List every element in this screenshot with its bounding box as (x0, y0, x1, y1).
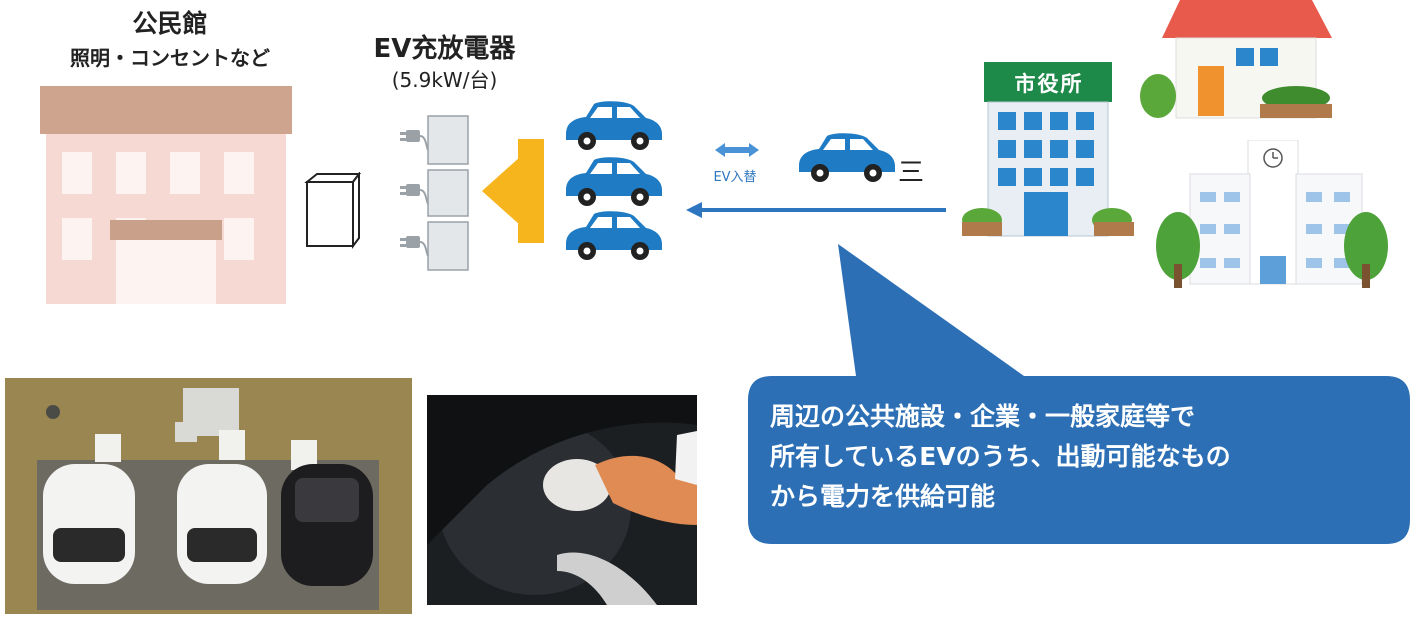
ev-fleet-group (566, 101, 662, 260)
car-icon (177, 464, 267, 584)
car-icon (566, 211, 662, 260)
tree-icon (1156, 212, 1200, 288)
callout-line-3: から電力を供給可能 (770, 482, 996, 511)
tree-icon (1092, 208, 1134, 236)
car-icon (566, 101, 662, 150)
callout-line-2: 所有しているEVのうち、出動可能なもの (770, 442, 1231, 471)
community-hall-title: 公民館 (132, 9, 208, 38)
city-hall-building-icon (962, 62, 1134, 237)
community-hall-subtitle: 照明・コンセントなど (70, 46, 270, 70)
ev-charger-title: EV充放電器 (373, 34, 516, 64)
car-icon (566, 157, 662, 206)
swap-arrow-icon (715, 143, 759, 157)
callout-text: 周辺の公共施設・企業・一般家庭等で 所有しているEVのうち、出動可能なもの から… (770, 397, 1400, 517)
school-icon (1156, 140, 1388, 288)
ev-charger-stack-icon (400, 115, 469, 271)
callout-line-1: 周辺の公共施設・企業・一般家庭等で (770, 402, 1196, 431)
city-hall-label: 市役所 (1014, 72, 1084, 96)
parking-lot-photo (5, 378, 412, 614)
community-hall-building-icon (40, 86, 292, 304)
house-icon (1140, 0, 1332, 119)
vehicle-flow-arrow-icon (686, 202, 946, 218)
tree-icon (1344, 212, 1388, 288)
car-icon (281, 464, 373, 586)
power-flow-arrow-icon (482, 139, 544, 243)
motion-lines-mark: 三 (898, 158, 925, 188)
car-icon (43, 464, 135, 584)
distribution-box-icon (304, 172, 361, 249)
charging-connector-photo (427, 395, 697, 605)
callout-bubble (748, 244, 1410, 544)
incoming-car-icon (799, 133, 895, 182)
ev-charger-spec: (5.9kW/台) (391, 68, 498, 92)
tree-icon (962, 208, 1002, 236)
ev-swap-label: EV入替 (713, 170, 757, 185)
